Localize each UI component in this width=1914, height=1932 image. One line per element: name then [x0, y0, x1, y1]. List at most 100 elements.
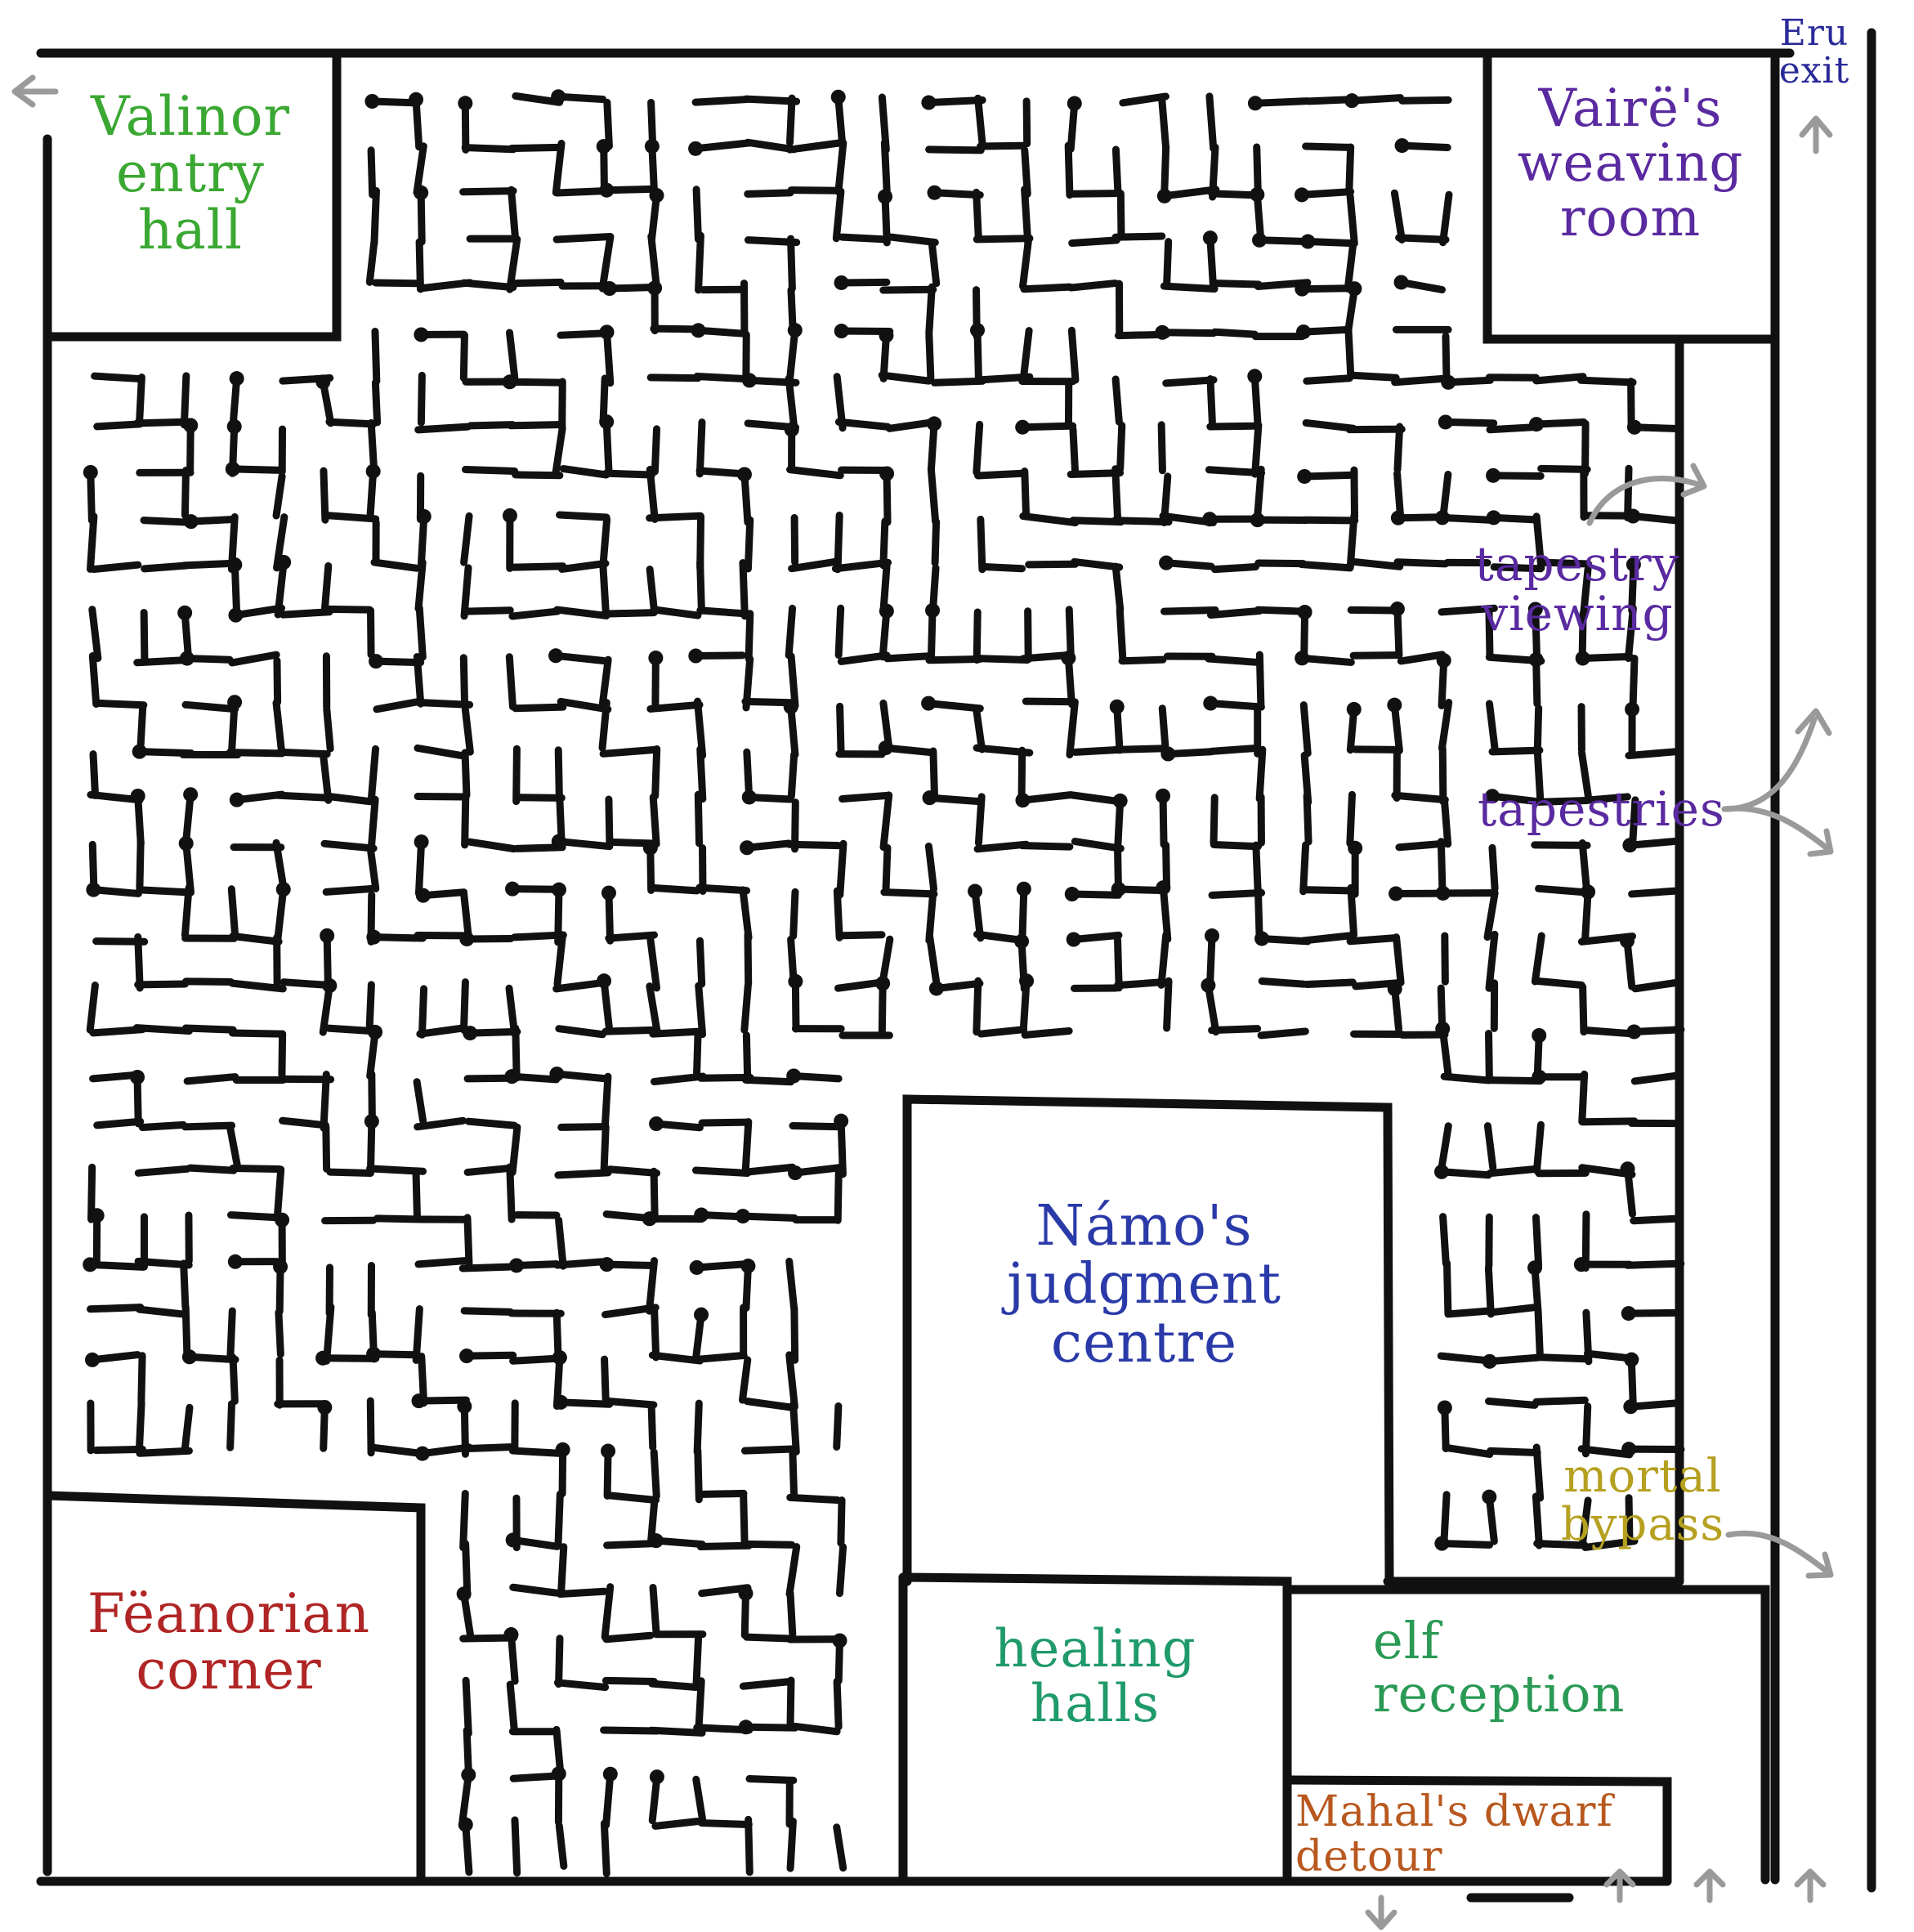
maze-wall-segment [1018, 791, 1075, 804]
maze-wall-segment [928, 606, 937, 660]
maze-wall-segment [1158, 95, 1170, 151]
maze-wall-segment [696, 1489, 748, 1499]
wall-end-dot [642, 840, 658, 856]
maze-wall-segment [785, 1351, 798, 1411]
maze-wall-segment [693, 1029, 702, 1079]
maze-wall-segment [1303, 978, 1357, 988]
wall-end-dot [275, 882, 291, 897]
maze-wall-segment [1438, 656, 1448, 709]
maze-wall-segment [138, 1120, 187, 1132]
wall-end-dot [322, 978, 338, 994]
maze-wall-segment [134, 980, 190, 989]
maze-wall-segment [92, 1445, 146, 1455]
maze-wall-segment [181, 1024, 237, 1034]
maze-wall-segment [972, 704, 986, 754]
maze-wall-segment [977, 141, 1027, 150]
maze-wall-segment [1486, 1353, 1542, 1366]
maze-wall-segment [1024, 607, 1032, 664]
maze-wall-segment [879, 285, 937, 294]
wall-end-dot [738, 1585, 754, 1601]
maze-wall-segment [412, 1305, 423, 1364]
maze-wall-segment [180, 372, 190, 429]
maze-wall-segment [605, 795, 614, 847]
maze-wall-segment [837, 1496, 846, 1547]
wall-end-dot [742, 373, 758, 388]
maze-wall-segment [743, 1633, 797, 1643]
maze-wall-segment [509, 562, 567, 571]
maze-wall-segment [1485, 700, 1499, 752]
mahal-arrow-down [1365, 1894, 1397, 1930]
wall-end-dot [416, 508, 432, 524]
maze-wall-segment [1204, 982, 1220, 1036]
wall-end-dot [317, 1400, 333, 1415]
maze-wall-segment [1018, 422, 1077, 432]
maze-wall-segment [412, 96, 423, 151]
maze-wall-segment [133, 1073, 142, 1128]
maze-wall-segment [1070, 931, 1123, 944]
wall-end-dot [925, 602, 941, 618]
maze-wall-segment [1208, 1025, 1262, 1035]
maze-wall-segment [1393, 933, 1405, 986]
wall-end-dot [178, 835, 194, 851]
maze-wall-segment [785, 1543, 801, 1598]
maze-wall-segment [606, 1491, 660, 1504]
mahal-arrow-up-2 [1693, 1868, 1726, 1903]
maze-wall-segment [649, 1583, 660, 1638]
maze-wall-segment [1111, 745, 1170, 754]
wall-end-dot [1532, 1069, 1547, 1085]
maze-wall-segment [467, 421, 517, 430]
wall-end-dot [229, 792, 244, 807]
maze-wall-segment [1532, 1214, 1543, 1269]
maze-wall-segment [695, 231, 704, 294]
maze-wall-segment [1534, 977, 1585, 989]
maze-wall-segment [86, 982, 99, 1034]
wall-end-dot [834, 324, 849, 339]
maze-wall-segment [462, 1821, 473, 1876]
wall-end-dot [1346, 701, 1362, 717]
maze-wall-segment [417, 512, 428, 568]
maze-wall-segment [695, 883, 751, 895]
maze-wall-segment [973, 655, 1031, 664]
maze-wall-segment [132, 1024, 193, 1035]
wall-end-dot [1433, 1164, 1449, 1179]
maze-wall-segment [373, 697, 424, 713]
maze-wall-segment [646, 566, 659, 616]
wall-end-dot [503, 1627, 519, 1643]
maze-wall-segment [278, 1030, 287, 1079]
wall-end-dot [1626, 419, 1642, 435]
maze-wall-segment [414, 1116, 467, 1131]
maze-wall-segment [1395, 234, 1450, 244]
maze-wall-segment [226, 749, 286, 758]
maze-wall-segment [741, 1540, 796, 1549]
maze-wall-segment [1437, 1352, 1492, 1365]
maze-wall-segment [371, 328, 381, 385]
maze-wall-segment [1066, 698, 1079, 759]
wall-end-dot [649, 1116, 664, 1132]
maze-wall-segment [787, 235, 796, 293]
maze-wall-segment [1438, 745, 1447, 806]
wall-end-dot [551, 1766, 566, 1782]
maze-wall-segment [878, 979, 887, 1039]
maze-wall-segment [1581, 419, 1590, 477]
maze-wall-segment [1393, 558, 1450, 568]
maze-wall-segment [879, 935, 894, 987]
wall-end-dot [459, 1348, 475, 1364]
maze-wall-segment [1441, 932, 1449, 986]
wall-end-dot [505, 881, 521, 897]
maze-wall-segment [1348, 557, 1404, 570]
maze-wall-segment [787, 286, 797, 333]
maze-wall-segment [1205, 655, 1259, 666]
maze-wall-segment [1251, 421, 1263, 478]
maze-wall-segment [415, 604, 427, 661]
maze-wall-segment [227, 885, 239, 941]
maze-wall-segment [368, 1070, 376, 1125]
maze-wall-segment [1162, 841, 1171, 892]
maze-wall-segment [833, 1677, 843, 1731]
maze-wall-segment [1022, 97, 1031, 148]
maze-wall-segment [1021, 146, 1031, 198]
maze-wall-segment [274, 1165, 285, 1219]
maze-wall-segment [553, 1679, 610, 1691]
maze-wall-segment [600, 1819, 610, 1877]
wall-end-dot [834, 275, 849, 290]
wall-end-dot [599, 324, 615, 340]
